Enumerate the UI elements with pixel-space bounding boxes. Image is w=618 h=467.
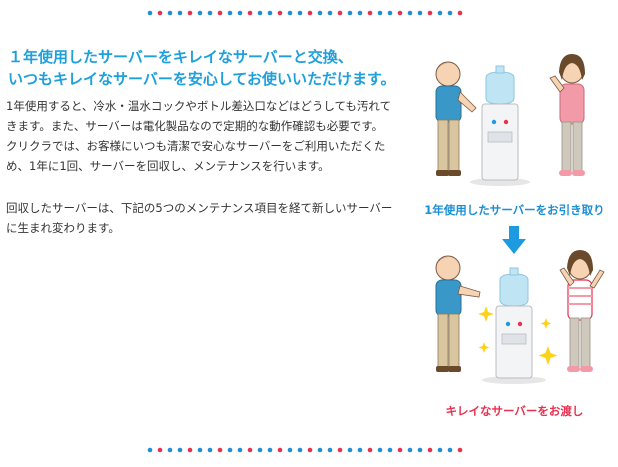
decorative-dot — [267, 10, 273, 16]
bottom-dotted-border — [147, 447, 463, 453]
decorative-dot — [387, 447, 393, 453]
decorative-dot — [377, 447, 383, 453]
decorative-dot — [447, 447, 453, 453]
clean-water-server — [482, 267, 546, 384]
decorative-dot — [437, 10, 443, 16]
decorative-dot — [427, 10, 433, 16]
decorative-dot — [207, 10, 213, 16]
paragraph-2-line: 回収したサーバーは、下記の5つのメンテナンス項目を経て新しいサーバー — [6, 201, 393, 215]
decorative-dot — [147, 447, 153, 453]
sparkle-icon — [478, 306, 558, 365]
pickup-caption: 1年使用したサーバーをお引き取り — [424, 203, 605, 217]
decorative-dot — [167, 447, 173, 453]
decorative-dot — [167, 10, 173, 16]
decorative-dot — [177, 447, 183, 453]
decorative-dot — [147, 10, 153, 16]
decorative-dot — [257, 447, 263, 453]
decorative-dot — [207, 447, 213, 453]
decorative-dot — [297, 447, 303, 453]
decorative-dot — [257, 10, 263, 16]
intro-paragraph-1: 1年使用すると、冷水・温水コックやボトル差込口などはどうしても汚れて きます。ま… — [6, 96, 416, 176]
paragraph-1-line: 1年使用すると、冷水・温水コックやボトル差込口などはどうしても汚れて — [6, 99, 392, 113]
decorative-dot — [307, 10, 313, 16]
decorative-dot — [277, 10, 283, 16]
intro-headline: １年使用したサーバーをキレイなサーバーと交換、 いつもキレイなサーバーを安心して… — [8, 46, 418, 90]
decorative-dot — [347, 10, 353, 16]
decorative-dot — [367, 447, 373, 453]
decorative-dot — [457, 10, 463, 16]
decorative-dot — [237, 447, 243, 453]
intro-headline-line2: いつもキレイなサーバーを安心してお使いいただけます。 — [8, 70, 396, 88]
decorative-dot — [297, 10, 303, 16]
decorative-dot — [217, 447, 223, 453]
delivery-caption: キレイなサーバーをお渡し — [445, 404, 584, 418]
decorative-dot — [287, 447, 293, 453]
decorative-dot — [307, 447, 313, 453]
decorative-dot — [187, 10, 193, 16]
staff-figure — [435, 255, 481, 372]
decorative-dot — [407, 10, 413, 16]
decorative-dot — [327, 447, 333, 453]
decorative-dot — [157, 447, 163, 453]
decorative-dot — [457, 447, 463, 453]
decorative-dot — [267, 447, 273, 453]
decorative-dot — [327, 10, 333, 16]
customer-figure — [559, 250, 605, 372]
decorative-dot — [357, 10, 363, 16]
intro-headline-line1: １年使用したサーバーをキレイなサーバーと交換、 — [8, 48, 353, 66]
decorative-dot — [367, 10, 373, 16]
decorative-dot — [397, 10, 403, 16]
paragraph-1-line: クリクラでは、お客様にいつも清潔で安心なサーバーをご利用いただくた — [6, 139, 386, 153]
intro-paragraph-2: 回収したサーバーは、下記の5つのメンテナンス項目を経て新しいサーバー に生まれ変… — [6, 198, 416, 238]
decorative-dot — [357, 447, 363, 453]
decorative-dot — [277, 447, 283, 453]
decorative-dot — [417, 10, 423, 16]
paragraph-2-line: に生まれ変わります。 — [6, 221, 120, 235]
decorative-dot — [437, 447, 443, 453]
decorative-dot — [317, 10, 323, 16]
decorative-dot — [377, 10, 383, 16]
decorative-dot — [157, 10, 163, 16]
pickup-illustration — [435, 54, 585, 186]
decorative-dot — [247, 10, 253, 16]
decorative-dot — [197, 447, 203, 453]
decorative-dot — [337, 10, 343, 16]
decorative-dot — [227, 447, 233, 453]
decorative-dot — [427, 447, 433, 453]
decorative-dot — [407, 447, 413, 453]
decorative-dot — [387, 10, 393, 16]
paragraph-1-line: きます。また、サーバーは電化製品なので定期的な動作確認も必要です。 — [6, 119, 384, 133]
decorative-dot — [287, 10, 293, 16]
decorative-dot — [347, 447, 353, 453]
top-dotted-border — [147, 10, 463, 16]
paragraph-1-line: め、1年に1回、サーバーを回収し、メンテナンスを行います。 — [6, 159, 330, 173]
decorative-dot — [237, 10, 243, 16]
decorative-dot — [227, 10, 233, 16]
decorative-dot — [197, 10, 203, 16]
water-server — [470, 65, 530, 186]
delivery-illustration — [435, 250, 605, 384]
decorative-dot — [247, 447, 253, 453]
decorative-dot — [397, 447, 403, 453]
arrow-down-icon — [502, 226, 526, 254]
customer-figure — [549, 54, 585, 176]
decorative-dot — [337, 447, 343, 453]
staff-figure — [435, 61, 477, 176]
decorative-dot — [217, 10, 223, 16]
decorative-dot — [187, 447, 193, 453]
decorative-dot — [317, 447, 323, 453]
decorative-dot — [447, 10, 453, 16]
decorative-dot — [177, 10, 183, 16]
decorative-dot — [417, 447, 423, 453]
